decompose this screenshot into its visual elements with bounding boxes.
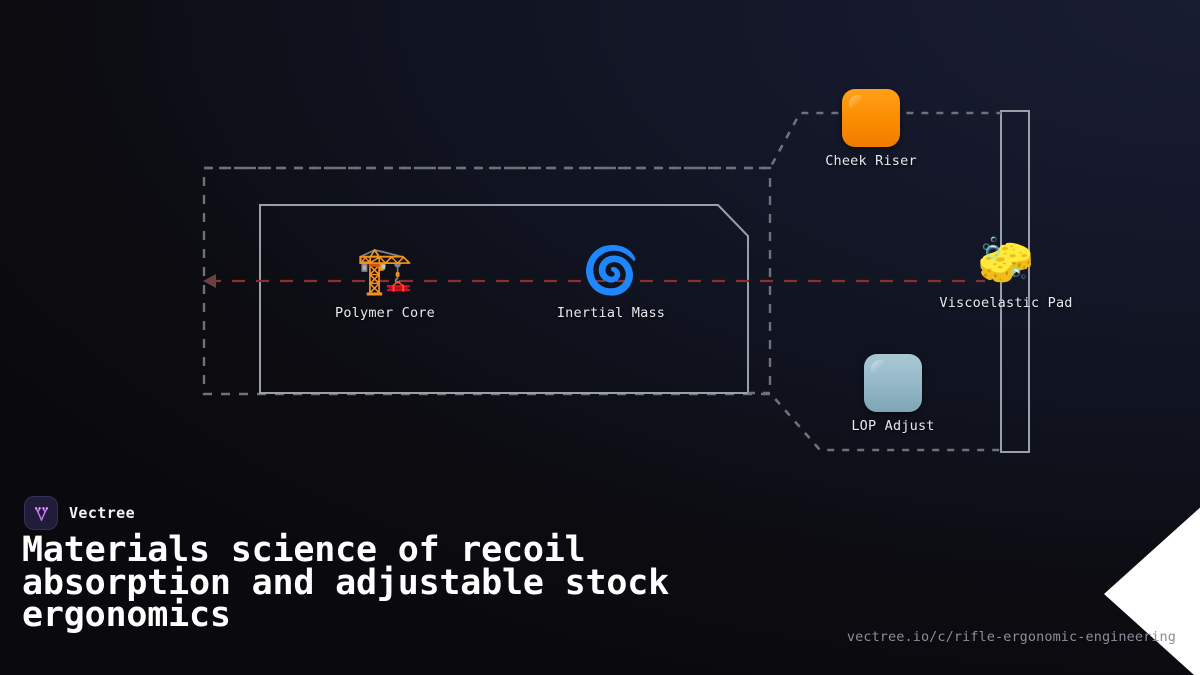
diagram-node-label: LOP Adjust [851,418,935,434]
diagram-node-label: Inertial Mass [556,305,666,321]
diagram-node-cheek-riser[interactable]: Cheek Riser [791,89,951,169]
bore-axis-arrowhead-icon [203,274,216,288]
footer: Vectree Materials science of recoil abso… [0,480,1200,675]
butt-plate-outline [1000,110,1030,453]
diagram-vector-layer [202,110,1030,453]
sponge-emoji-icon: 🧽 [977,233,1035,287]
diagram-node-viscoelastic-pad[interactable]: 🧽 Viscoelastic Pad [926,232,1086,311]
up-triangle-tile-icon [842,89,900,147]
diagram-node-label: Polymer Core [335,305,435,321]
vectree-tree-logo-icon [24,496,58,530]
source-url: vectree.io/c/rifle-ergonomic-engineering [846,629,1176,645]
crane-emoji-icon: 🏗️ [356,243,414,297]
cyclone-spiral-emoji-icon: 🌀 [582,243,640,297]
recoil-pad-body-outline [259,204,749,394]
diagram-canvas: 🏗️ Polymer Core 🌀 Inertial Mass Cheek Ri… [202,89,1200,675]
cheek-riser-icon-wrap [842,89,900,147]
brand-lockup[interactable]: Vectree [24,496,135,530]
left-right-arrow-tile-icon [864,354,1200,675]
diagram-node-inertial-mass[interactable]: 🌀 Inertial Mass [531,242,691,321]
diagram-node-label: Cheek Riser [825,153,917,169]
diagram-node-label: Viscoelastic Pad [939,295,1073,311]
diagram-node-polymer-core[interactable]: 🏗️ Polymer Core [305,242,465,321]
brand-name: Vectree [69,504,136,522]
page-title: Materials science of recoil absorption a… [22,530,670,635]
diagram-node-lop-adjust[interactable]: LOP Adjust [813,354,1200,675]
lop-adjust-icon-wrap [864,354,1200,675]
